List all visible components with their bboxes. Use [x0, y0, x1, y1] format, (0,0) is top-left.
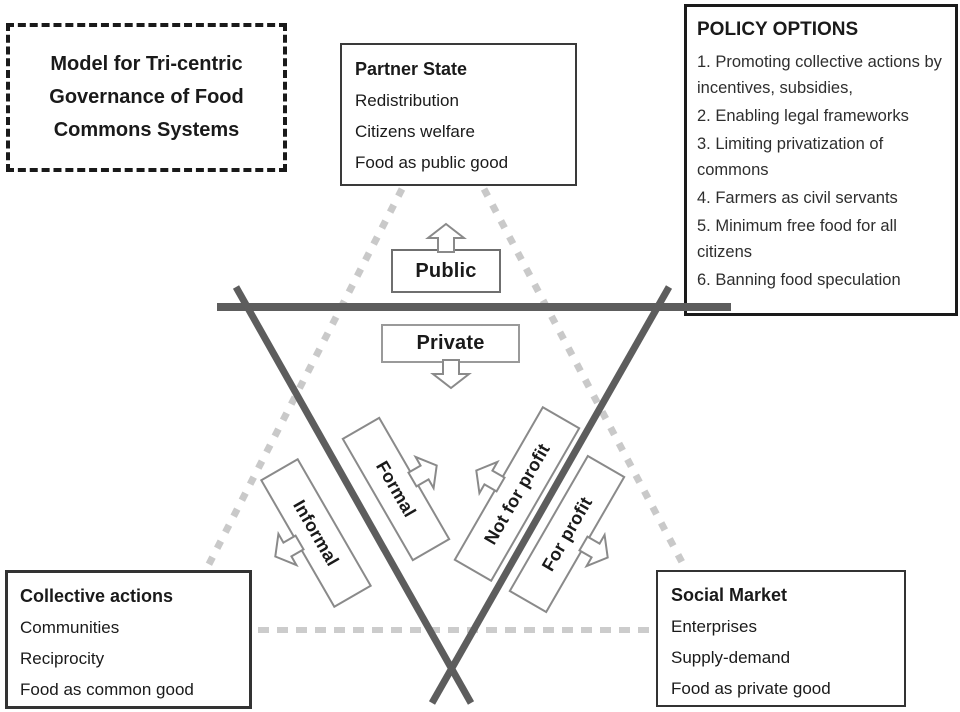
- node-line: Redistribution: [355, 91, 459, 110]
- down-right-block-arrow-icon: [573, 526, 618, 575]
- tag-public: Public: [391, 223, 501, 293]
- policy-option-item: 3. Limiting privatization of commons: [697, 135, 884, 179]
- node-line: Communities: [20, 618, 120, 637]
- node-line: Food as public good: [355, 153, 509, 172]
- policy-options-title: POLICY OPTIONS: [697, 19, 859, 40]
- node-title: Social Market: [671, 585, 788, 605]
- tag-formal: Formal: [341, 416, 451, 562]
- node-title: Partner State: [355, 59, 468, 79]
- policy-options-box: POLICY OPTIONS 1. Promoting collective a…: [684, 4, 958, 316]
- model-title-line: Governance of Food: [49, 86, 244, 108]
- node-line: Reciprocity: [20, 649, 105, 668]
- down-block-arrow-icon: [431, 359, 470, 389]
- policy-option-item: 2. Enabling legal frameworks: [697, 107, 909, 125]
- model-title-line: Commons Systems: [53, 119, 240, 141]
- policy-option-item: 4. Farmers as civil servants: [697, 189, 898, 207]
- node-title: Collective actions: [20, 586, 174, 606]
- node-line: Supply-demand: [671, 648, 791, 667]
- tag-private: Private: [381, 324, 520, 389]
- policy-options-list: 1. Promoting collective actions by incen…: [697, 49, 949, 293]
- node-line: Citizens welfare: [355, 122, 475, 141]
- tag-label: Public: [415, 259, 477, 282]
- model-title-line: Model for Tri-centric: [50, 53, 243, 75]
- policy-option-item: 1. Promoting collective actions by incen…: [697, 53, 942, 97]
- node-line: Food as private good: [671, 679, 831, 698]
- tag-label: Private: [416, 332, 485, 354]
- node-line: Food as common good: [20, 680, 194, 699]
- up-block-arrow-icon: [427, 223, 465, 253]
- policy-option-item: 6. Banning food speculation: [697, 271, 901, 289]
- policy-option-item: 5. Minimum free food for all citizens: [697, 217, 897, 261]
- tag-informal: Informal: [259, 457, 373, 609]
- node-line: Enterprises: [671, 617, 757, 636]
